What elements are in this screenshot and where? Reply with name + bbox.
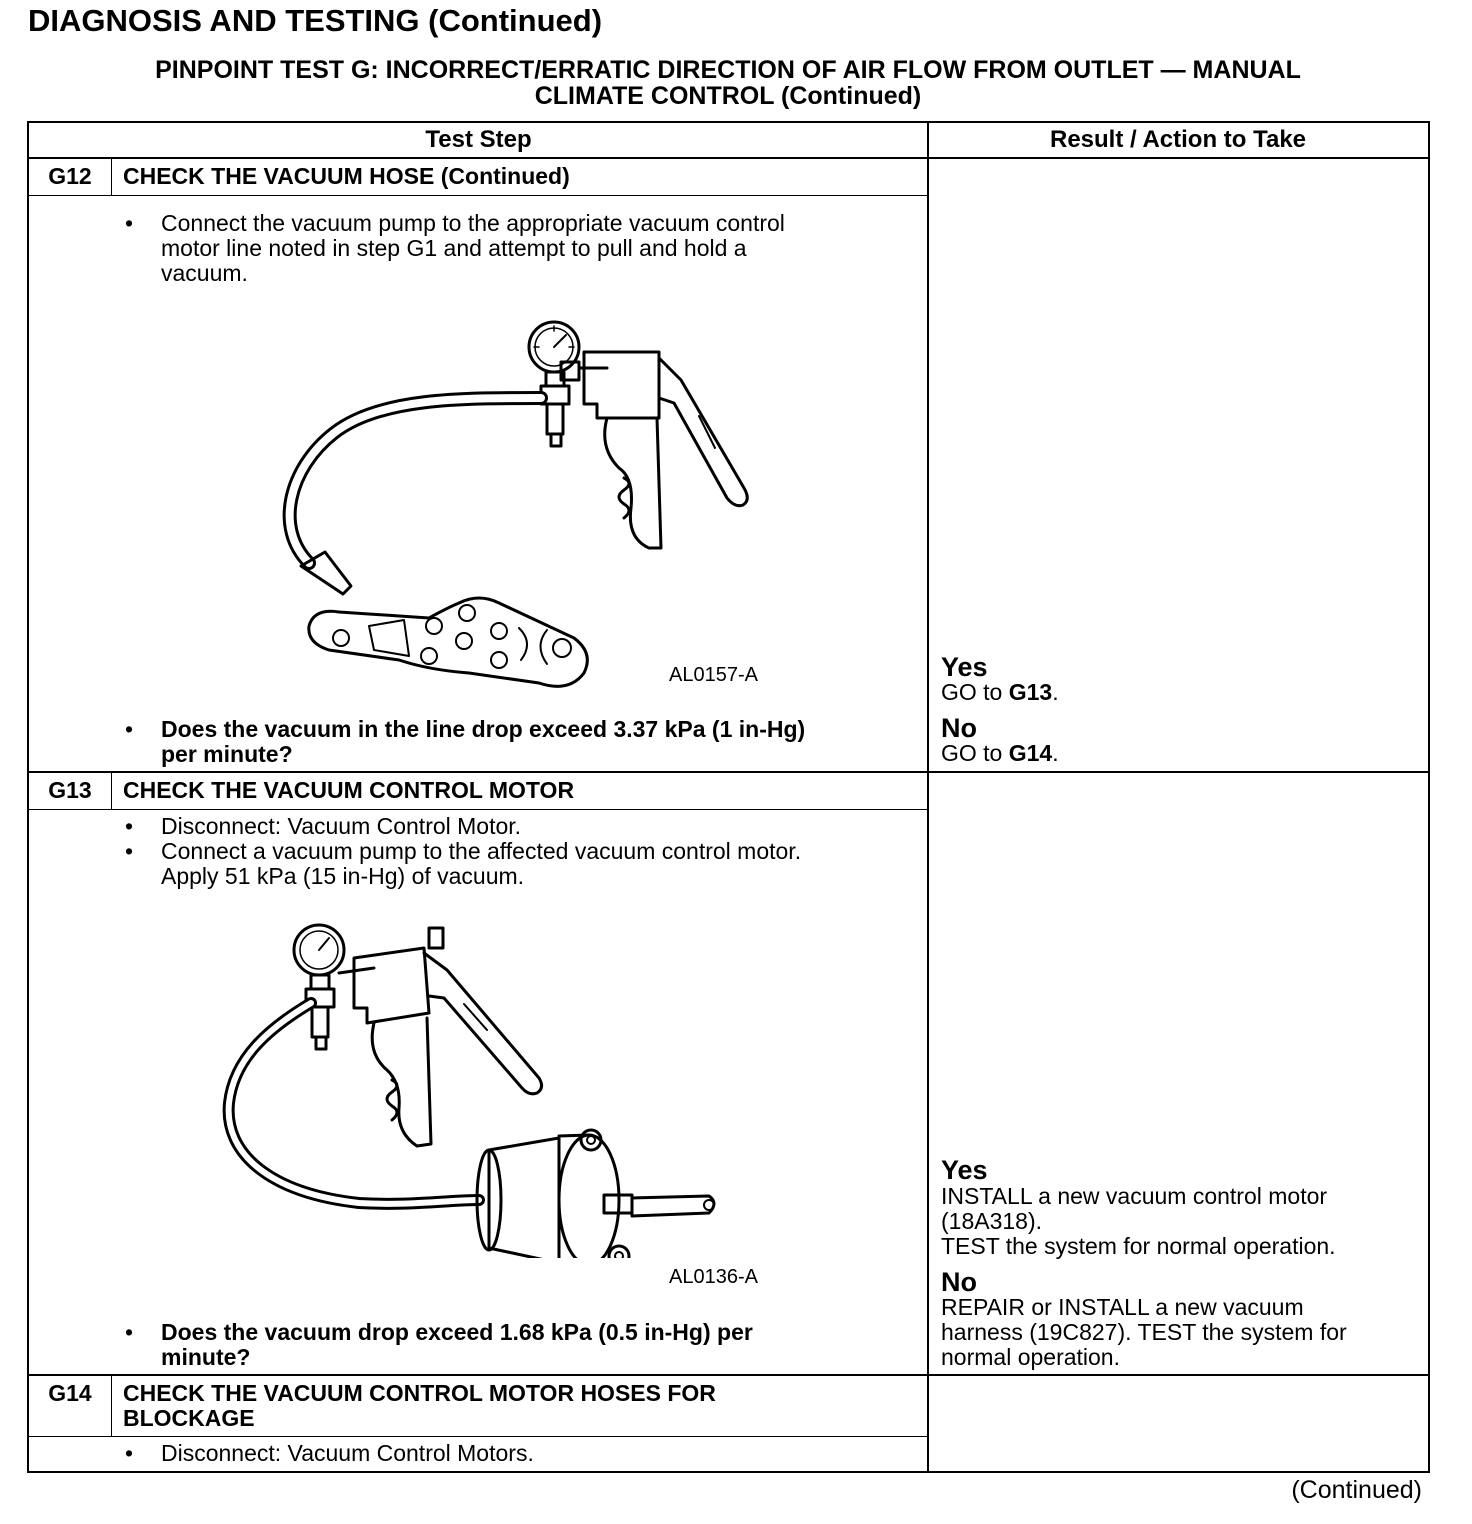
- step-id-divider-g14: [111, 1376, 112, 1436]
- vacuum-pump-illustration-al0157: [282, 320, 749, 688]
- g13-instruction-2-line-2: Apply 51 kPa (15 in-Hg) of vacuum.: [161, 863, 525, 889]
- g13-instruction-2-line-1: Connect a vacuum pump to the affected va…: [161, 838, 802, 864]
- g13-yes-line-3: TEST the system for normal operation.: [941, 1233, 1336, 1259]
- g13-question-line-1: Does the vacuum drop exceed 1.68 kPa (0.…: [161, 1319, 753, 1345]
- g12-no-suffix: .: [1052, 740, 1059, 766]
- g13-no-line-3: normal operation.: [941, 1344, 1120, 1370]
- bullet-icon: •: [125, 1319, 134, 1345]
- g14-instruction-1: Disconnect: Vacuum Control Motors.: [161, 1440, 534, 1466]
- vacuum-control-motor-illustration-al0136: [222, 923, 716, 1258]
- bullet-icon: •: [125, 838, 134, 864]
- g12-no-prefix: GO to: [941, 740, 1009, 766]
- g13-result-yes-label: Yes: [941, 1155, 988, 1185]
- bullet-icon: •: [125, 210, 134, 236]
- g13-result-no-label: No: [941, 1267, 977, 1297]
- step-title-g14-line-2: BLOCKAGE: [123, 1405, 255, 1431]
- figure-code-al0136: AL0136-A: [669, 1266, 758, 1288]
- g12-instruction-line-2: motor line noted in step G1 and attempt …: [161, 235, 747, 261]
- g13-result-yes-action: INSTALL a new vacuum control motor (18A3…: [941, 1184, 1336, 1259]
- g13-instruction-1: Disconnect: Vacuum Control Motor.: [161, 813, 522, 839]
- g13-instruction-2: Connect a vacuum pump to the affected va…: [161, 839, 801, 889]
- g12-yes-suffix: .: [1052, 679, 1059, 705]
- bullet-icon: •: [125, 716, 134, 742]
- step-id-divider-g13: [111, 773, 112, 809]
- step-id-g12: G12: [48, 163, 92, 189]
- row-divider-g13-g14: [29, 1374, 1428, 1376]
- g12-instruction: Connect the vacuum pump to the appropria…: [161, 211, 785, 286]
- bullet-icon: •: [125, 1440, 134, 1466]
- g12-no-target: G14: [1008, 740, 1053, 766]
- row-divider-g12-g13: [29, 771, 1428, 773]
- g13-no-line-2: harness (19C827). TEST the system for: [941, 1319, 1347, 1345]
- pinpoint-test-table: Test Step Result / Action to Take G12 CH…: [27, 121, 1430, 1473]
- g12-yes-prefix: GO to: [941, 679, 1009, 705]
- step-title-g14: CHECK THE VACUUM CONTROL MOTOR HOSES FOR…: [123, 1381, 716, 1431]
- column-divider: [927, 123, 929, 1471]
- step-title-divider-g13: [29, 809, 927, 810]
- g12-result-no-label: No: [941, 713, 977, 743]
- g13-question-line-2: minute?: [161, 1344, 251, 1370]
- g13-yes-line-2: (18A318).: [941, 1208, 1043, 1234]
- g12-question-line-1: Does the vacuum in the line drop exceed …: [161, 716, 806, 742]
- header-divider: [29, 157, 1428, 159]
- step-id-divider-g12: [111, 159, 112, 195]
- g12-instruction-line-1: Connect the vacuum pump to the appropria…: [161, 210, 785, 236]
- page-title: DIAGNOSIS AND TESTING (Continued): [28, 3, 603, 38]
- g13-yes-line-1: INSTALL a new vacuum control motor: [941, 1183, 1328, 1209]
- column-header-test-step: Test Step: [425, 126, 532, 153]
- step-title-g14-line-1: CHECK THE VACUUM CONTROL MOTOR HOSES FOR: [123, 1380, 716, 1406]
- g12-result-yes-label: Yes: [941, 652, 988, 682]
- g13-no-line-1: REPAIR or INSTALL a new vacuum: [941, 1294, 1304, 1320]
- g12-yes-target: G13: [1008, 679, 1053, 705]
- g12-question-line-2: per minute?: [161, 741, 293, 767]
- subtitle-line-2: CLIMATE CONTROL (Continued): [534, 82, 922, 110]
- step-id-g13: G13: [48, 777, 92, 803]
- bullet-icon: •: [125, 813, 134, 839]
- g12-instruction-line-3: vacuum.: [161, 260, 248, 286]
- g12-question: Does the vacuum in the line drop exceed …: [161, 717, 805, 767]
- column-header-result: Result / Action to Take: [1049, 126, 1307, 153]
- step-title-divider-g12: [29, 195, 927, 196]
- continued-note: (Continued): [1291, 1476, 1422, 1504]
- g13-question: Does the vacuum drop exceed 1.68 kPa (0.…: [161, 1320, 753, 1370]
- figure-code-al0157: AL0157-A: [669, 664, 758, 686]
- step-title-g12: CHECK THE VACUUM HOSE (Continued): [123, 163, 570, 189]
- pinpoint-test-title: PINPOINT TEST G: INCORRECT/ERRATIC DIREC…: [28, 57, 1428, 109]
- g12-result-no-action: GO to G14.: [941, 741, 1059, 766]
- subtitle-line-1: PINPOINT TEST G: INCORRECT/ERRATIC DIREC…: [155, 56, 1301, 84]
- step-title-divider-g14: [29, 1436, 927, 1437]
- g13-result-no-action: REPAIR or INSTALL a new vacuum harness (…: [941, 1295, 1347, 1370]
- step-id-g14: G14: [48, 1380, 92, 1406]
- step-title-g13: CHECK THE VACUUM CONTROL MOTOR: [123, 777, 575, 803]
- g12-result-yes-action: GO to G13.: [941, 680, 1059, 705]
